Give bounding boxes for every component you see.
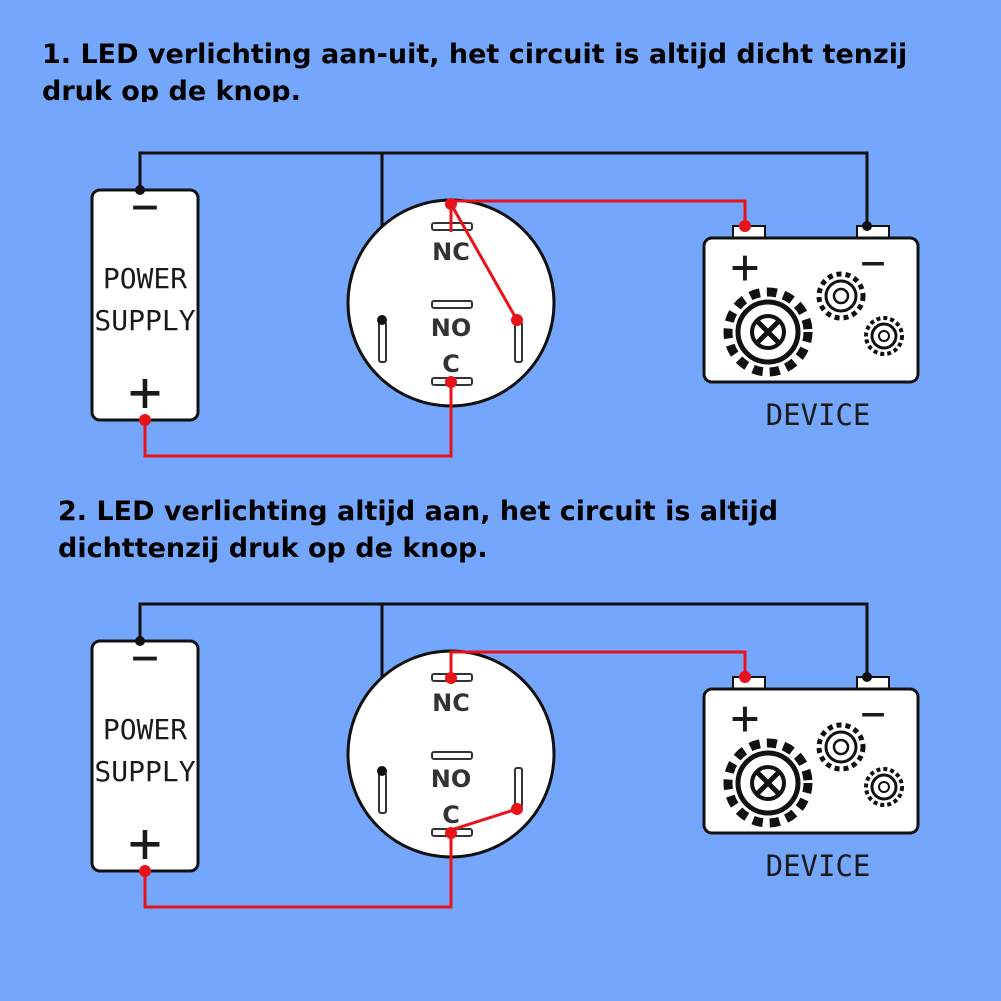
junction-dots-2 — [135, 636, 872, 877]
no-label-1: NO — [431, 314, 472, 342]
nc-label-2: NC — [432, 689, 470, 717]
device-1: + − DEVICE — [702, 225, 920, 432]
caption-diagram-2: 2. LED verlichting altijd aan, het circu… — [58, 493, 1001, 567]
no-label-2: NO — [431, 765, 472, 793]
device-plus-2: + — [731, 690, 760, 746]
gear-large-icon-2 — [723, 738, 813, 828]
gear-medium-icon-2 — [816, 722, 866, 772]
caption-1-line-1: 1. LED verlichting aan-uit, het circuit … — [42, 39, 908, 70]
device-label-1: DEVICE — [766, 398, 871, 432]
red-wire-1 — [143, 199, 747, 458]
power-label-line2-2: SUPPLY — [94, 755, 195, 788]
device-label-2: DEVICE — [766, 849, 871, 883]
c-label-1: C — [442, 350, 460, 378]
diagram-2: − POWER SUPPLY + NC NO C + − — [90, 602, 920, 909]
caption-2-line-1: 2. LED verlichting altijd aan, het circu… — [58, 496, 779, 527]
device-minus-1: − — [860, 238, 885, 287]
gear-small-icon-2 — [864, 767, 904, 807]
nc-label-1: NC — [432, 238, 470, 266]
caption-2-line-2: dichttenzij druk op de knop. — [58, 533, 488, 564]
device-plus-1: + — [731, 239, 760, 295]
diagram-1: − POWER SUPPLY + NC NO C + − — [90, 151, 920, 458]
gear-large-icon-1 — [723, 287, 813, 377]
device-2: + − DEVICE — [702, 676, 920, 883]
gear-small-icon-1 — [864, 316, 904, 356]
caption-1-line-2: druk op de knop. — [42, 76, 301, 102]
c-label-2: C — [442, 801, 460, 829]
power-label-line1-1: POWER — [103, 262, 187, 295]
power-minus-2: − — [131, 630, 159, 684]
power-supply-1: − POWER SUPPLY + — [90, 179, 200, 425]
caption-diagram-1: 1. LED verlichting aan-uit, het circuit … — [42, 36, 1001, 102]
power-supply-2: − POWER SUPPLY + — [90, 630, 200, 876]
power-minus-1: − — [131, 179, 159, 233]
gear-medium-icon-1 — [816, 271, 866, 321]
junction-dots-1 — [135, 185, 872, 426]
power-label-line2-1: SUPPLY — [94, 304, 195, 337]
red-wire-2 — [143, 650, 747, 909]
power-label-line1-2: POWER — [103, 713, 187, 746]
device-minus-2: − — [860, 689, 885, 738]
